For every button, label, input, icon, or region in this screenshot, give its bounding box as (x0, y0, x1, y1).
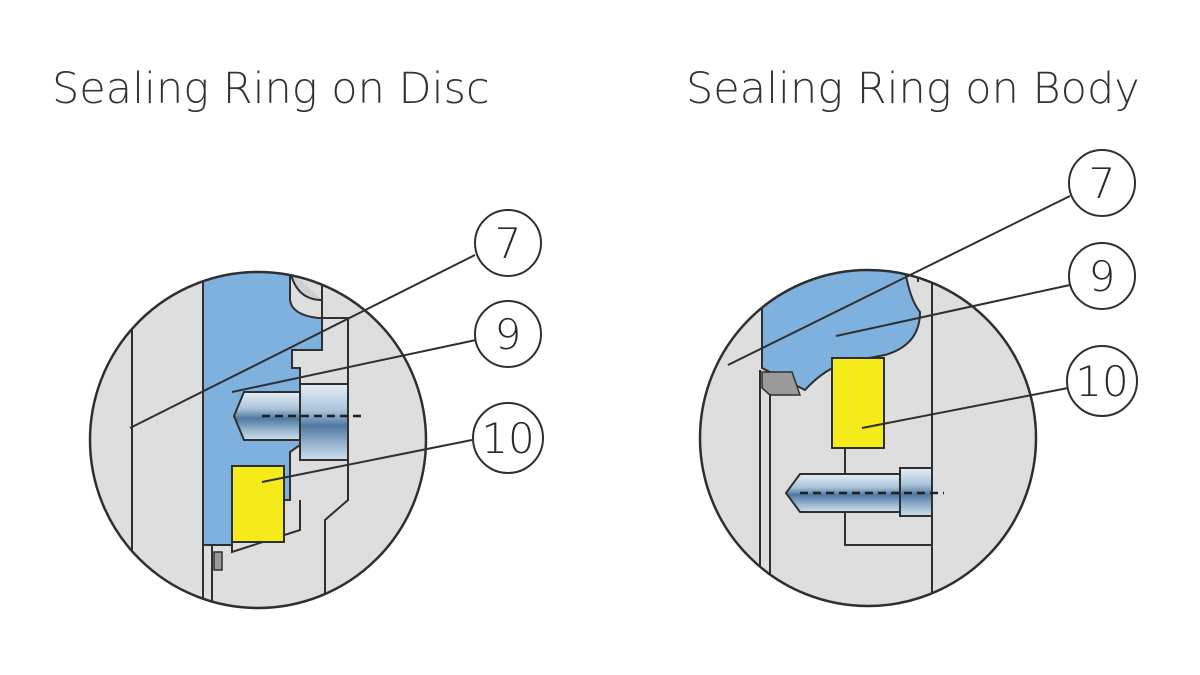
svg-text:9: 9 (495, 310, 522, 359)
leader-line-7-left (129, 254, 476, 429)
callout-10-right: 10 (1066, 345, 1138, 417)
leader-line-10-left (261, 439, 473, 483)
disc-part-blue-right (761, 270, 922, 392)
title-sealing-ring-on-body: Sealing Ring on Body (686, 64, 1140, 114)
title-sealing-ring-on-disc: Sealing Ring on Disc (52, 64, 490, 114)
callout-9-left: 9 (474, 300, 542, 368)
callout-7-left: 7 (474, 209, 542, 277)
svg-text:10: 10 (481, 414, 534, 463)
svg-text:7: 7 (1089, 159, 1116, 208)
leader-line-9-left (231, 339, 477, 393)
callout-7-right: 7 (1068, 149, 1136, 217)
bolt-right (784, 467, 944, 517)
detail-right-body: 7 9 10 (698, 149, 1138, 608)
detail-left-disc: 7 9 10 (88, 209, 544, 610)
callout-10-left: 10 (472, 402, 544, 474)
leader-line-10-right (861, 387, 1069, 429)
sealing-ring-right (831, 357, 885, 449)
bolt-left (232, 383, 366, 461)
leader-line-7-right (727, 195, 1071, 366)
svg-text:9: 9 (1089, 252, 1116, 301)
sealing-ring-left (231, 465, 285, 543)
leader-line-9-right (835, 284, 1071, 337)
svg-text:10: 10 (1075, 357, 1128, 406)
svg-text:7: 7 (495, 219, 522, 268)
callout-9-right: 9 (1068, 242, 1136, 310)
